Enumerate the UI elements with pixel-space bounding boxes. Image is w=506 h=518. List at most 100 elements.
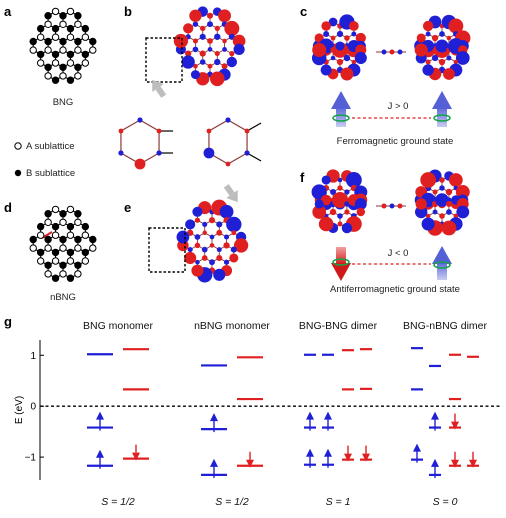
spin-density-down — [189, 9, 202, 22]
j-positive-label: J > 0 — [388, 101, 409, 112]
bond — [139, 119, 160, 132]
sublattice-b-atom — [74, 261, 82, 269]
y-tick-label: −1 — [25, 453, 37, 464]
spin-density-up — [455, 51, 470, 65]
spin-density-up — [332, 192, 348, 208]
sublattice-a-atom — [59, 72, 67, 80]
spin-density-down — [330, 35, 336, 41]
spin-density-up — [181, 55, 195, 69]
spin-density-down — [118, 128, 124, 134]
sublattice-a-atom — [66, 33, 75, 41]
group-spin-label: S = 1/2 — [215, 496, 249, 508]
linker-atom — [381, 49, 387, 55]
sublattice-b-atom — [51, 222, 60, 231]
bond — [227, 152, 248, 165]
spin-density-up — [456, 205, 470, 219]
spin-density-down — [206, 128, 212, 134]
spin-density-up — [203, 147, 215, 159]
linker-atom — [397, 203, 403, 209]
spin-density-up — [343, 54, 351, 62]
sublattice-b-atom — [44, 210, 52, 218]
spin-density-down — [344, 201, 350, 207]
bng-caption: BNG — [53, 97, 74, 108]
spin-density-down — [183, 23, 194, 34]
sublattice-b-atom — [66, 222, 75, 231]
spin-density-down — [229, 51, 235, 57]
sublattice-a-atom — [66, 7, 75, 16]
bond — [120, 119, 141, 132]
spin-density-up — [208, 217, 216, 224]
spin-density-down — [202, 221, 208, 227]
spin-density-down — [230, 246, 237, 253]
spin-density-down — [420, 172, 436, 188]
spin-up-electron — [306, 448, 314, 468]
bng-spin-density — [173, 6, 246, 87]
spin-density-down — [222, 38, 227, 44]
spin-density-up — [432, 209, 438, 215]
spin-density-down — [207, 63, 213, 69]
sublattice-a-atom — [51, 33, 60, 41]
spin-density-down — [187, 247, 193, 253]
sublattice-b-atom — [74, 210, 82, 218]
spin-density-down — [321, 21, 331, 31]
sublattice-a-atom — [81, 59, 90, 67]
spin-density-down — [438, 58, 446, 66]
spin-density-down — [422, 20, 434, 32]
y-tick-label: 0 — [30, 402, 36, 413]
sublattice-b-atom — [36, 24, 45, 33]
sublattice-b-atom — [89, 235, 97, 244]
sublattice-a-atom — [74, 20, 82, 28]
spin-density-up — [329, 208, 337, 216]
spin-density-up — [194, 217, 201, 223]
group-title: BNG-BNG dimer — [299, 320, 378, 332]
spin-density-down — [445, 188, 453, 196]
group-spin-label: S = 1/2 — [101, 496, 135, 508]
spin-density-up — [199, 59, 206, 65]
sublattice-b-atom — [74, 63, 82, 72]
sublattice-b-atom — [44, 37, 52, 46]
spin-density-down — [416, 33, 426, 43]
sublattice-a-atom — [29, 244, 37, 252]
spin-density-down — [443, 68, 455, 80]
spin-density-down — [206, 12, 214, 19]
sublattice-a-atom — [44, 46, 52, 54]
sublattice-b-atom — [81, 222, 90, 231]
spin-density-down — [232, 34, 246, 48]
spin-density-down — [218, 9, 231, 23]
spin-arrow-right-up-f — [432, 246, 452, 280]
spin-density-up — [192, 46, 199, 53]
linker-atom — [389, 49, 395, 55]
nbng-spin-density — [176, 199, 249, 283]
spin-density-up — [446, 209, 452, 215]
spin-density-up — [337, 185, 343, 191]
y-tick-label: 1 — [30, 351, 36, 362]
sublattice-a-atom — [74, 244, 82, 252]
spin-density-down — [336, 58, 344, 66]
ferromagnetic-caption: Ferromagnetic ground state — [337, 136, 454, 147]
spin-density-down — [192, 206, 203, 217]
spin-down-electron — [362, 445, 370, 462]
spin-density-down — [341, 222, 353, 234]
spin-density-down — [344, 35, 350, 41]
spin-down-electron — [246, 451, 254, 468]
sublattice-a-atom — [66, 257, 75, 265]
spin-density-down — [345, 172, 362, 188]
sublattice-b-atom — [81, 24, 90, 33]
sublattice-a-atom — [59, 218, 67, 227]
spin-density-up — [356, 207, 366, 217]
spin-density-up — [216, 229, 223, 236]
sublattice-b-atom — [44, 63, 52, 72]
spin-density-up — [435, 193, 449, 207]
spin-arrow-left-down — [331, 247, 351, 281]
spin-density-down — [344, 47, 350, 53]
edge-zoom-box-e — [148, 227, 186, 273]
spin-density-up — [216, 254, 223, 262]
sublattice-b-atom — [89, 37, 97, 46]
panel-label-b: b — [124, 4, 132, 19]
panel-label-f: f — [300, 170, 305, 185]
spin-up-electron — [96, 449, 104, 469]
spin-density-down — [214, 51, 220, 57]
group-title: BNG monomer — [83, 320, 154, 332]
spin-density-up — [137, 117, 143, 123]
